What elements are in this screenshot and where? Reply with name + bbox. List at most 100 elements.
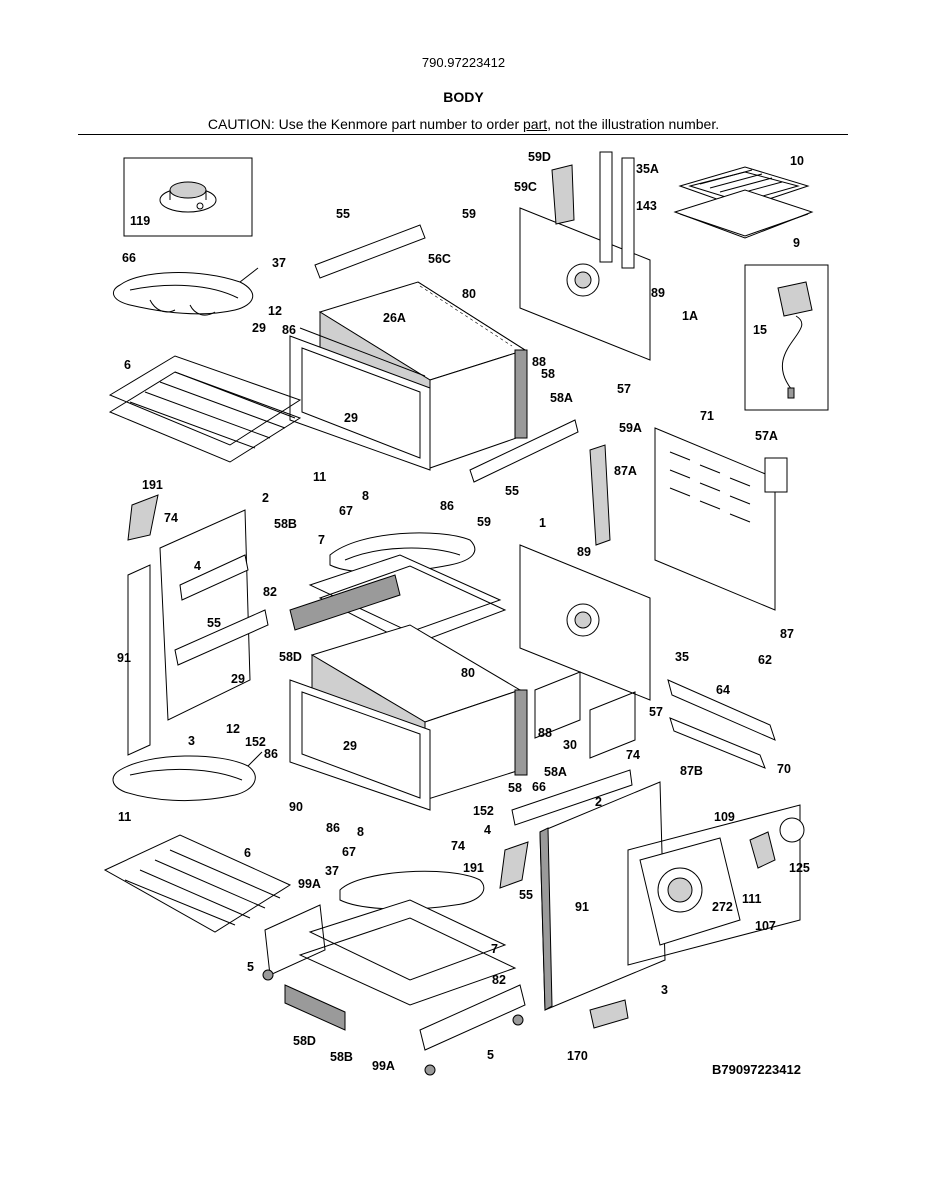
callout-9: 9	[793, 236, 800, 250]
callout-119: 119	[130, 214, 150, 228]
misc-small-parts	[127, 494, 629, 1076]
callout-99a: 99A	[298, 877, 321, 891]
callout-12: 12	[268, 304, 282, 318]
callout-80: 80	[462, 287, 476, 301]
callout-82: 82	[263, 585, 277, 599]
callout-12: 12	[226, 722, 240, 736]
callout-191: 191	[142, 478, 163, 492]
callout-107: 107	[755, 919, 776, 933]
thermostat-part	[159, 181, 217, 213]
caution-link[interactable]: part	[523, 116, 548, 132]
callout-272: 272	[712, 900, 733, 914]
callout-91: 91	[575, 900, 589, 914]
callout-58b: 58B	[274, 517, 297, 531]
callout-29: 29	[252, 321, 266, 335]
callout-191: 191	[463, 861, 484, 875]
callout-3: 3	[188, 734, 195, 748]
callout-89: 89	[577, 545, 591, 559]
callout-35: 35	[675, 650, 689, 664]
callout-1: 1	[539, 516, 546, 530]
callout-82: 82	[492, 973, 506, 987]
callout-58: 58	[541, 367, 555, 381]
callout-29: 29	[344, 411, 358, 425]
callout-59d: 59D	[528, 150, 551, 164]
callout-58a: 58A	[550, 391, 573, 405]
callout-56c: 56C	[428, 252, 451, 266]
upper-back-panel	[519, 151, 651, 361]
callout-74: 74	[164, 511, 178, 525]
callout-7: 7	[491, 942, 498, 956]
callout-125: 125	[789, 861, 810, 875]
callout-86: 86	[326, 821, 340, 835]
callout-59c: 59C	[514, 180, 537, 194]
left-side-frame	[127, 509, 269, 756]
callout-99a: 99A	[372, 1059, 395, 1073]
callout-64: 64	[716, 683, 730, 697]
callout-109: 109	[714, 810, 735, 824]
callout-91: 91	[117, 651, 131, 665]
callout-58b: 58B	[330, 1050, 353, 1064]
callout-111: 111	[742, 892, 762, 906]
callout-5: 5	[487, 1048, 494, 1062]
bottom-element-and-shield	[264, 870, 526, 1051]
callout-59: 59	[462, 207, 476, 221]
callout-88: 88	[538, 726, 552, 740]
lower-heating-element	[112, 751, 263, 802]
callout-57: 57	[617, 382, 631, 396]
diagram-code: B79097223412	[712, 1062, 801, 1077]
right-side-panels	[511, 671, 776, 826]
callout-71: 71	[700, 409, 714, 423]
callout-2: 2	[262, 491, 269, 505]
callout-59a: 59A	[619, 421, 642, 435]
callout-66: 66	[122, 251, 136, 265]
callout-26a: 26A	[383, 311, 406, 325]
inset-box-control	[744, 264, 829, 411]
upper-side-rail	[314, 224, 579, 483]
convection-fan-inset	[627, 804, 805, 966]
lower-oven-door-frame	[289, 679, 431, 811]
caution-text: CAUTION: Use the Kenmore part number to …	[0, 116, 927, 132]
callout-67: 67	[342, 845, 356, 859]
callout-87: 87	[780, 627, 794, 641]
callout-57a: 57A	[755, 429, 778, 443]
callout-11: 11	[118, 810, 131, 824]
callout-30: 30	[563, 738, 577, 752]
callout-3: 3	[661, 983, 668, 997]
model-number: 790.97223412	[421, 55, 506, 70]
callout-4: 4	[484, 823, 491, 837]
callout-74: 74	[451, 839, 465, 853]
broiler-pan	[673, 166, 814, 239]
caution-prefix: CAUTION: Use the Kenmore part number to …	[207, 116, 523, 132]
callout-55: 55	[336, 207, 350, 221]
callout-7: 7	[318, 533, 325, 547]
caution-suffix: , not the illustration number.	[547, 116, 720, 132]
callout-4: 4	[194, 559, 201, 573]
callout-152: 152	[245, 735, 266, 749]
callout-88: 88	[532, 355, 546, 369]
callout-143: 143	[636, 199, 657, 213]
callout-67: 67	[339, 504, 353, 518]
callout-59: 59	[477, 515, 491, 529]
callout-37: 37	[272, 256, 286, 270]
callout-8: 8	[357, 825, 364, 839]
section-title: BODY	[443, 89, 484, 105]
callout-89: 89	[651, 286, 665, 300]
header-divider	[78, 134, 848, 135]
middle-heating-element	[308, 532, 507, 646]
callout-10: 10	[790, 154, 804, 168]
callout-62: 62	[758, 653, 772, 667]
callout-70: 70	[777, 762, 791, 776]
callout-90: 90	[289, 800, 303, 814]
upper-heating-element	[112, 267, 259, 316]
callout-80: 80	[461, 666, 475, 680]
upper-oven-door-frame	[289, 327, 431, 471]
callout-86: 86	[264, 747, 278, 761]
rear-cover-panel	[654, 427, 788, 611]
callout-55: 55	[207, 616, 221, 630]
callout-58d: 58D	[293, 1034, 316, 1048]
callout-86: 86	[282, 323, 296, 337]
callout-55: 55	[519, 888, 533, 902]
callout-11: 11	[313, 470, 326, 484]
callout-6: 6	[244, 846, 251, 860]
